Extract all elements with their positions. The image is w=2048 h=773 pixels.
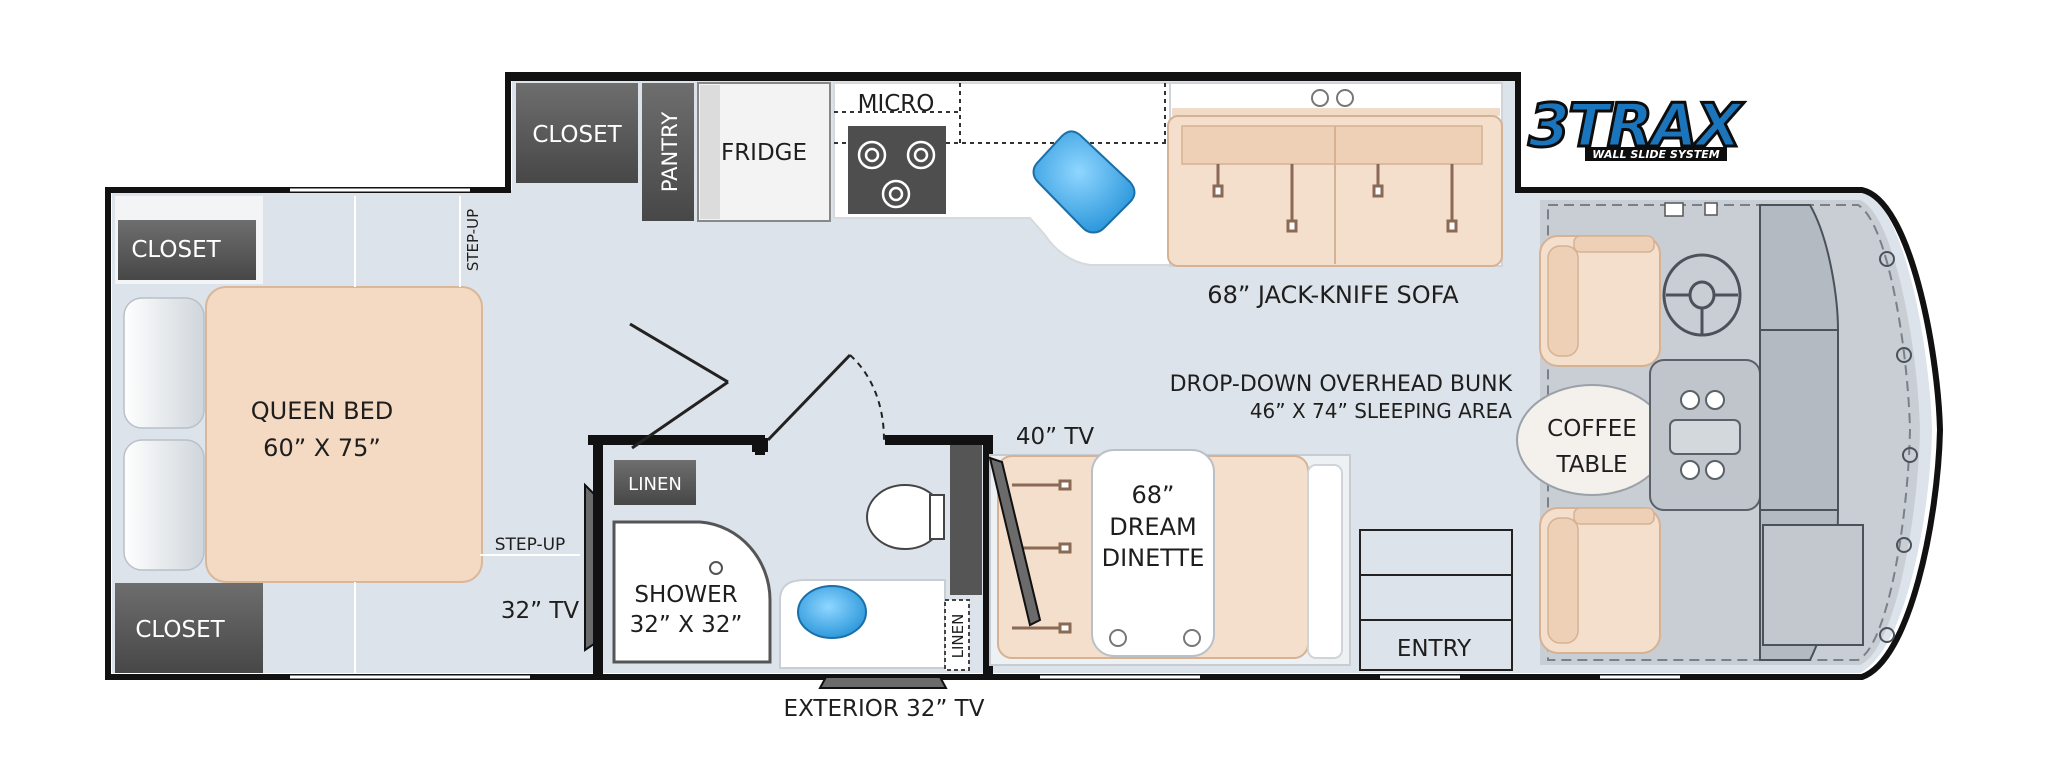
dinette-end bbox=[1307, 464, 1343, 659]
linen-side-label: LINEN bbox=[949, 614, 967, 659]
fridge-label: FRIDGE bbox=[721, 140, 807, 166]
dinette-label-2: DREAM bbox=[1109, 513, 1196, 541]
slide-closet bbox=[516, 83, 638, 183]
dinette-label-1: 68” bbox=[1132, 481, 1175, 509]
shower-drain-icon bbox=[709, 561, 723, 575]
exterior-tv bbox=[818, 676, 948, 689]
tv-dinette-label: 40” TV bbox=[1016, 424, 1095, 450]
faucet-icon bbox=[1311, 89, 1329, 107]
linen-top bbox=[614, 460, 696, 505]
dinette-seatbelt-icon bbox=[1012, 479, 1072, 634]
step-well bbox=[1762, 524, 1864, 646]
shower-label-2: 32” X 32” bbox=[630, 612, 743, 638]
exterior-wall bbox=[105, 72, 1944, 680]
fridge-shade bbox=[700, 85, 720, 219]
windshield-bolt-icon bbox=[1879, 251, 1918, 643]
sofa-backrest-top bbox=[1172, 108, 1500, 116]
sofa-label: 68” JACK-KNIFE SOFA bbox=[1207, 281, 1459, 309]
closet-top-door bbox=[118, 220, 256, 280]
coffee-label-1: COFFEE bbox=[1547, 416, 1637, 442]
entry-steps bbox=[1359, 529, 1513, 671]
toilet-tank bbox=[929, 494, 945, 540]
3trax-logo: 3TRAX WALL SLIDE SYSTEM bbox=[1527, 90, 1748, 163]
linen-top-label: LINEN bbox=[628, 474, 682, 495]
micro-label: MICRO bbox=[858, 91, 935, 117]
closet-bottom-label: CLOSET bbox=[135, 617, 225, 643]
burner-icon bbox=[857, 140, 936, 209]
door-stop bbox=[752, 438, 768, 452]
tv-bedroom-label: 32” TV bbox=[501, 598, 580, 624]
pantry bbox=[642, 83, 694, 221]
bunk-label-1: DROP-DOWN OVERHEAD BUNK bbox=[1170, 372, 1513, 397]
dash-vent-icon bbox=[1664, 202, 1684, 217]
slide-closet-label: CLOSET bbox=[532, 122, 622, 148]
dinette-label-3: DINETTE bbox=[1102, 544, 1205, 572]
dash-vent-icon bbox=[1704, 202, 1718, 216]
dinette-table bbox=[1091, 449, 1215, 657]
dinette-tv bbox=[988, 456, 1042, 627]
bedroom-door-leaf bbox=[629, 322, 729, 384]
logo-tagline: WALL SLIDE SYSTEM bbox=[1592, 148, 1719, 161]
linen-side bbox=[944, 599, 970, 671]
closet-bottom bbox=[115, 583, 263, 673]
bath-door-swing bbox=[849, 354, 885, 441]
sofa-back-cushion bbox=[1181, 125, 1483, 165]
steering-wheel-icon bbox=[1662, 253, 1742, 337]
queen-bed-label-1: QUEEN BED bbox=[251, 397, 393, 425]
kitchen-sink bbox=[1032, 130, 1136, 234]
passenger-seat-top bbox=[1539, 235, 1661, 367]
seatbelt-icon bbox=[1212, 164, 1458, 233]
queen-bed bbox=[205, 286, 483, 583]
shower-label-1: SHOWER bbox=[634, 582, 737, 608]
pantry-label: PANTRY bbox=[658, 112, 682, 192]
queen-bed-label-2: 60” X 75” bbox=[263, 434, 381, 462]
table-leg-icon bbox=[1183, 629, 1201, 647]
bedroom-door-leaf bbox=[631, 380, 729, 450]
faucet-icon bbox=[1336, 89, 1354, 107]
cab-console bbox=[1649, 359, 1761, 511]
bath-sink bbox=[797, 585, 867, 639]
bath-divider bbox=[950, 445, 982, 595]
step-up-top-label: STEP-UP bbox=[464, 209, 482, 271]
bath-door-leaf bbox=[766, 353, 852, 442]
pillow-bottom bbox=[123, 439, 205, 571]
cockpit-dashed-outline bbox=[1547, 204, 1912, 661]
passenger-seat-bottom bbox=[1539, 507, 1661, 654]
step-up-bottom-label: STEP-UP bbox=[495, 535, 566, 555]
table-leg-icon bbox=[1109, 629, 1127, 647]
coffee-label-2: TABLE bbox=[1555, 452, 1627, 478]
shower bbox=[612, 520, 772, 664]
entry-label: ENTRY bbox=[1397, 636, 1472, 662]
bunk-label-2: 46” X 74” SLEEPING AREA bbox=[1250, 399, 1512, 423]
exterior-tv-label: EXTERIOR 32” TV bbox=[784, 696, 985, 722]
pillow-top bbox=[123, 297, 205, 429]
closet-top-label: CLOSET bbox=[131, 237, 221, 263]
